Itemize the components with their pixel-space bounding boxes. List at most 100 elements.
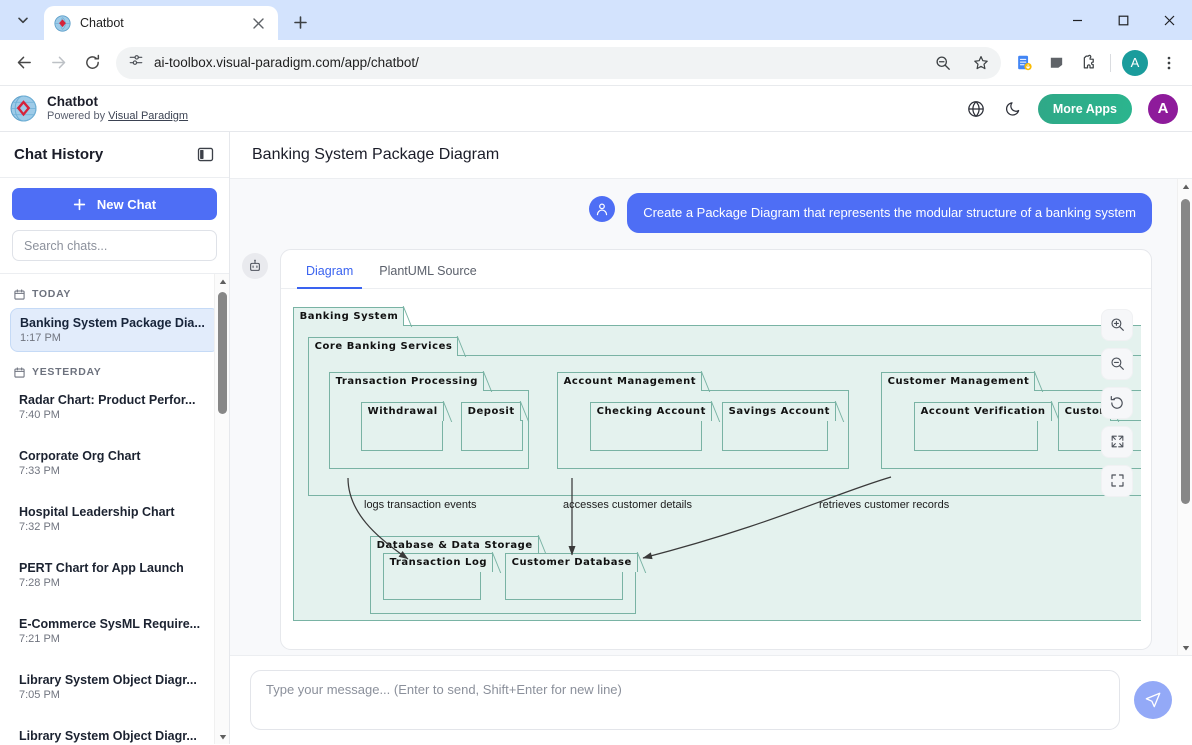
window-minimize-button[interactable]: [1054, 0, 1100, 40]
message-input[interactable]: [250, 670, 1120, 730]
browser-tab-strip: Chatbot: [0, 0, 1192, 40]
chat-item-title: Hospital Leadership Chart: [19, 505, 210, 519]
app-powered-by: Powered by Visual Paradigm: [47, 110, 952, 123]
panel-collapse-icon[interactable]: [193, 143, 217, 167]
browser-tab-chatbot[interactable]: Chatbot: [44, 6, 278, 40]
conversation-inner: Create a Package Diagram that represents…: [230, 193, 1192, 650]
new-chat-label: New Chat: [97, 197, 156, 212]
send-icon: [1144, 691, 1162, 709]
bookmark-star-icon[interactable]: [967, 49, 995, 77]
user-message-bubble: Create a Package Diagram that represents…: [627, 193, 1152, 233]
fit-to-screen-button[interactable]: [1101, 426, 1133, 458]
diagram-view-controls: [1101, 309, 1133, 497]
address-bar[interactable]: ai-toolbox.visual-paradigm.com/app/chatb…: [116, 47, 1001, 79]
fit-screen-icon: [1110, 434, 1125, 449]
chat-item-ecommerce-sysml[interactable]: E-Commerce SysML Require... 7:21 PM: [10, 610, 219, 652]
sidebar-header: Chat History: [0, 132, 229, 178]
scroll-down-arrow-icon[interactable]: [215, 729, 229, 744]
package-customer-database[interactable]: Customer Database: [505, 571, 623, 600]
chat-item-title: E-Commerce SysML Require...: [19, 617, 210, 631]
search-chats-input[interactable]: [12, 230, 217, 261]
chat-item-hospital-leadership[interactable]: Hospital Leadership Chart 7:32 PM: [10, 498, 219, 540]
conversation-scrollbar-thumb[interactable]: [1181, 199, 1190, 504]
fullscreen-button[interactable]: [1101, 465, 1133, 497]
diagram-viewport[interactable]: Banking System Core Banking Services Tra…: [291, 297, 1141, 639]
zoom-out-icon: [1110, 356, 1125, 371]
reset-zoom-button[interactable]: [1101, 387, 1133, 419]
chat-item-title: PERT Chart for App Launch: [19, 561, 210, 575]
scroll-up-arrow-icon[interactable]: [1178, 179, 1192, 194]
chat-item-pert-chart[interactable]: PERT Chart for App Launch 7:28 PM: [10, 554, 219, 596]
dark-mode-toggle[interactable]: [1000, 95, 1028, 123]
package-account-verification[interactable]: Account Verification: [914, 420, 1038, 451]
reload-button[interactable]: [76, 47, 108, 79]
app-name: Chatbot: [47, 94, 952, 110]
cast-extension-icon[interactable]: [1041, 48, 1071, 78]
page-zoom-icon[interactable]: [929, 49, 957, 77]
package-transaction-processing[interactable]: Transaction Processing Withdrawal Deposi…: [329, 390, 529, 469]
forward-button[interactable]: [42, 47, 74, 79]
user-avatar[interactable]: A: [1148, 94, 1178, 124]
new-chat-button[interactable]: New Chat: [12, 188, 217, 220]
chat-group-yesterday: YESTERDAY: [10, 360, 219, 386]
tab-diagram[interactable]: Diagram: [297, 256, 362, 289]
package-checking-account[interactable]: Checking Account: [590, 420, 702, 451]
package-withdrawal[interactable]: Withdrawal: [361, 420, 443, 451]
new-tab-button[interactable]: [286, 8, 314, 36]
user-avatar-icon: [589, 196, 615, 222]
tab-plantuml-source[interactable]: PlantUML Source: [370, 256, 486, 289]
tab-close-icon[interactable]: [248, 13, 268, 33]
scroll-down-arrow-icon[interactable]: [1178, 640, 1192, 655]
chat-item-corporate-org-chart[interactable]: Corporate Org Chart 7:33 PM: [10, 442, 219, 484]
back-button[interactable]: [8, 47, 40, 79]
send-button[interactable]: [1134, 681, 1172, 719]
package-transaction-log[interactable]: Transaction Log: [383, 571, 481, 600]
window-close-button[interactable]: [1146, 0, 1192, 40]
zoom-out-button[interactable]: [1101, 348, 1133, 380]
zoom-in-button[interactable]: [1101, 309, 1133, 341]
site-settings-icon[interactable]: [128, 52, 144, 73]
conversation-scrollbar[interactable]: [1177, 179, 1192, 655]
scroll-up-arrow-icon[interactable]: [215, 274, 229, 289]
visual-paradigm-link[interactable]: Visual Paradigm: [108, 110, 188, 122]
package-savings-account[interactable]: Savings Account: [722, 420, 828, 451]
more-apps-button[interactable]: More Apps: [1038, 94, 1132, 124]
package-label-customer-database: Customer Database: [505, 553, 638, 572]
package-account-management[interactable]: Account Management Checking Account Savi…: [557, 390, 849, 469]
language-button[interactable]: [962, 95, 990, 123]
window-maximize-button[interactable]: [1100, 0, 1146, 40]
puzzle-extensions-icon[interactable]: [1073, 48, 1103, 78]
chat-item-library-object-diagram-2[interactable]: Library System Object Diagr...: [10, 722, 219, 744]
package-label-core-banking-services: Core Banking Services: [308, 337, 459, 356]
visual-paradigm-favicon: [54, 15, 71, 32]
package-label-checking-account: Checking Account: [590, 402, 712, 421]
browser-profile-avatar[interactable]: A: [1122, 50, 1148, 76]
zoom-in-icon: [1110, 317, 1125, 332]
diagram-result-card: Diagram PlantUML Source Banking System C…: [280, 249, 1152, 650]
package-database-data-storage[interactable]: Database & Data Storage Transaction Log …: [370, 554, 636, 614]
package-deposit[interactable]: Deposit: [461, 420, 523, 451]
chat-item-banking-system[interactable]: Banking System Package Dia... 1:17 PM: [10, 308, 219, 352]
chat-item-library-object-diagram-1[interactable]: Library System Object Diagr... 7:05 PM: [10, 666, 219, 708]
message-composer: [230, 655, 1192, 744]
package-banking-system[interactable]: Banking System Core Banking Services Tra…: [293, 325, 1141, 621]
package-core-banking-services[interactable]: Core Banking Services Transaction Proces…: [308, 355, 1141, 496]
three-dot-menu-icon[interactable]: [1154, 48, 1184, 78]
back-arrow-icon: [16, 54, 33, 71]
sidebar-scrollbar[interactable]: [214, 274, 229, 744]
browser-toolbar: ai-toolbox.visual-paradigm.com/app/chatb…: [0, 40, 1192, 86]
powered-prefix: Powered by: [47, 110, 108, 122]
sidebar-scrollbar-thumb[interactable]: [218, 292, 227, 414]
conversation-area: Create a Package Diagram that represents…: [230, 179, 1192, 655]
package-label-account-verification: Account Verification: [914, 402, 1052, 421]
reading-list-extension-icon[interactable]: [1009, 48, 1039, 78]
page-title: Banking System Package Diagram: [252, 146, 499, 164]
package-label-withdrawal: Withdrawal: [361, 402, 444, 421]
chat-history-list: TODAY Banking System Package Dia... 1:17…: [0, 274, 229, 744]
tab-search-button[interactable]: [6, 3, 40, 37]
plus-icon: [73, 198, 86, 211]
bot-message-row: Diagram PlantUML Source Banking System C…: [242, 249, 1152, 650]
reset-zoom-icon: [1109, 395, 1125, 411]
chat-item-radar-chart[interactable]: Radar Chart: Product Perfor... 7:40 PM: [10, 386, 219, 428]
app-title-group: Chatbot Powered by Visual Paradigm: [47, 94, 952, 122]
